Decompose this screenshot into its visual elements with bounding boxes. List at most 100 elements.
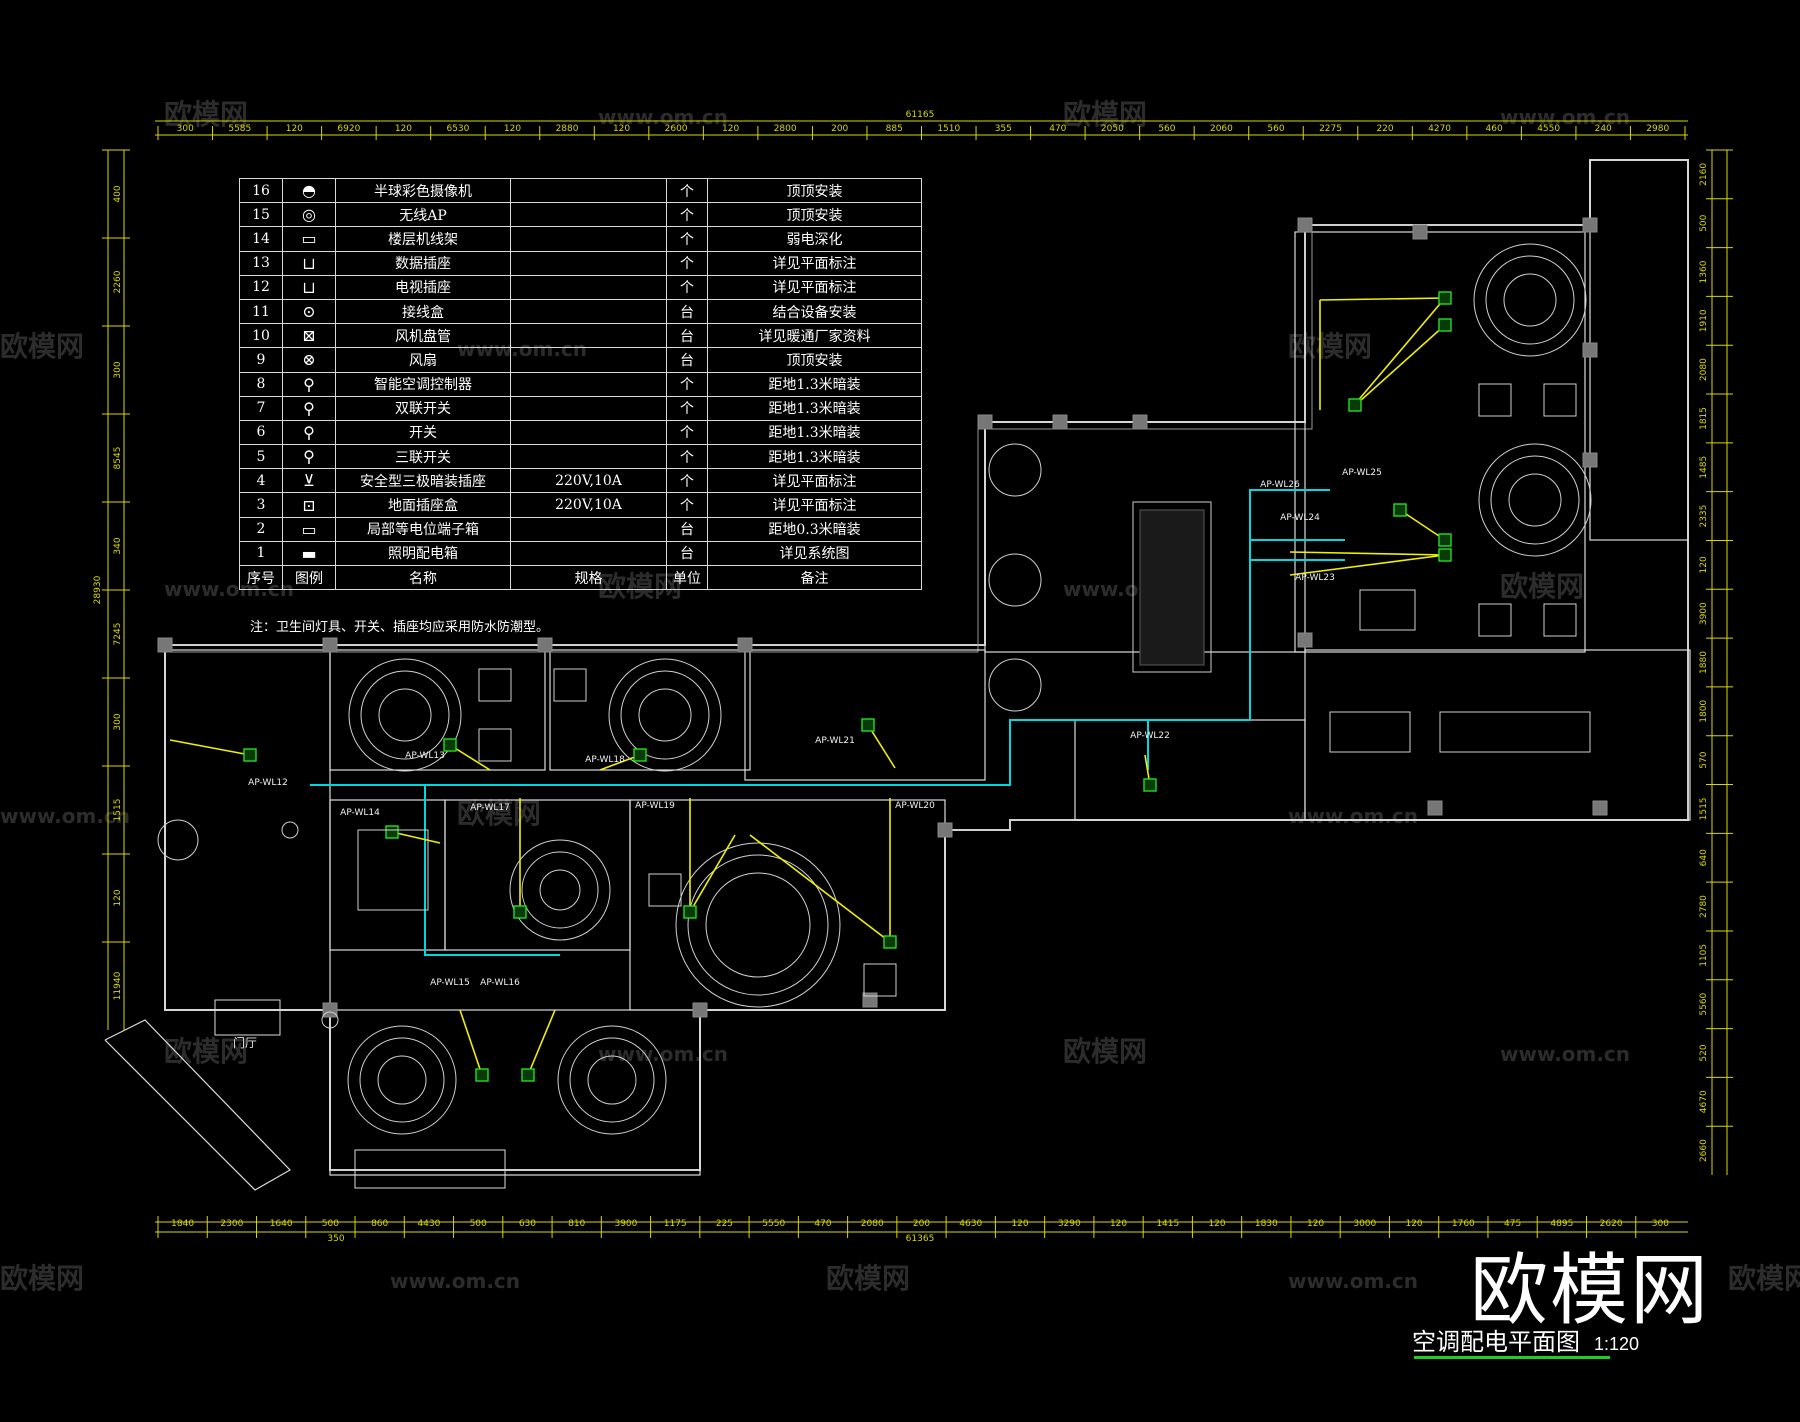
watermark-logo: 欧模网 xyxy=(164,98,248,131)
ac-controller-icon: ⚲ xyxy=(282,371,336,397)
dimension-label: 560 xyxy=(1267,124,1284,134)
round-table-outer xyxy=(1473,243,1587,357)
dome-camera-icon: ◓ xyxy=(282,177,336,204)
dimension-label: 570 xyxy=(1699,751,1709,768)
dimension-label: 120 xyxy=(504,124,521,134)
legend-note: 详见暖通厂家资料 xyxy=(707,323,922,349)
legend-name: 三联开关 xyxy=(335,444,511,470)
dimension-label: 4670 xyxy=(1699,1090,1709,1113)
column xyxy=(737,637,753,653)
dimension-label: 4270 xyxy=(1428,124,1451,134)
watermark-logo: 欧模网 xyxy=(1500,570,1584,603)
column xyxy=(1297,632,1313,648)
private-room-b xyxy=(549,649,751,771)
legend-spec xyxy=(510,274,667,300)
dimension-label: 470 xyxy=(1049,124,1066,134)
circuit-label: AP-WL17 xyxy=(470,803,510,813)
legend-note: 距地0.3米暗装 xyxy=(707,516,922,542)
column xyxy=(157,637,173,653)
dimension-label: 885 xyxy=(886,124,903,134)
lounge-table xyxy=(988,658,1042,712)
round-table-outer xyxy=(675,842,841,1008)
sofa xyxy=(1359,589,1416,631)
data-socket-icon: ⊔ xyxy=(282,250,336,276)
round-table-outer xyxy=(348,658,462,772)
legend-row: 5⚲三联开关个距地1.3米暗装 xyxy=(239,444,922,470)
lounge-table xyxy=(988,553,1042,607)
square-table xyxy=(1543,383,1577,417)
legend-row: 1▬照明配电箱台详见系统图 xyxy=(239,540,922,567)
wiring-run xyxy=(867,724,896,769)
wiring-run xyxy=(1349,297,1446,411)
legend-spec xyxy=(510,516,667,542)
circuit-label: AP-WL20 xyxy=(895,801,935,811)
legend-unit: 个 xyxy=(666,419,708,446)
legend-row: 11⊙接线盒台结合设备安装 xyxy=(239,298,922,325)
dimension-label: 2060 xyxy=(1210,124,1233,134)
kitchen xyxy=(1304,649,1691,821)
dimension-label: 120 xyxy=(286,124,303,134)
legend-name: 半球彩色摄像机 xyxy=(335,177,511,204)
wiring-run xyxy=(749,834,891,943)
watermark-url: www.om.cn xyxy=(0,804,130,828)
turntable xyxy=(378,688,432,742)
wiring-run xyxy=(689,834,736,913)
column xyxy=(322,637,338,653)
legend-no: 8 xyxy=(239,371,283,397)
dimension-label: 2260 xyxy=(113,270,123,293)
watermark-logo: 欧模网 xyxy=(0,330,84,363)
legend-note: 详见平面标注 xyxy=(707,250,922,276)
wiring-run xyxy=(527,1009,556,1076)
circuit-label: AP-WL15 xyxy=(430,978,470,988)
watermark-logo: 欧模网 xyxy=(826,1262,910,1295)
legend-note: 详见平面标注 xyxy=(707,274,922,300)
dimension-label: 2620 xyxy=(1600,1219,1623,1229)
watermark-logo: 欧模网 xyxy=(1063,1035,1147,1068)
dimension-label: 400 xyxy=(113,185,123,202)
legend-spec xyxy=(510,250,667,276)
legend-unit: 个 xyxy=(666,250,708,276)
legend-name: 双联开关 xyxy=(335,395,511,421)
column xyxy=(1582,342,1598,358)
vip-dining-wing xyxy=(1294,231,1586,653)
watermark-logo: 欧模网 xyxy=(1288,330,1372,363)
fan-coil-icon: ⊠ xyxy=(282,323,336,349)
dimension-label: 2275 xyxy=(1319,124,1342,134)
fan-coil-unit xyxy=(1348,398,1362,412)
circuit-label: AP-WL16 xyxy=(480,978,520,988)
furniture xyxy=(281,821,299,839)
legend-unit: 个 xyxy=(666,395,708,421)
legend-name: 开关 xyxy=(335,419,511,446)
dimension-label: 120 xyxy=(1011,1219,1028,1229)
square-table xyxy=(863,963,897,997)
dimension-label: 460 xyxy=(1486,124,1503,134)
brand-watermark: 欧模网 xyxy=(1470,1246,1711,1336)
dimension-label: 2800 xyxy=(774,124,797,134)
circuit-label: AP-WL12 xyxy=(248,778,288,788)
legend-name: 数据插座 xyxy=(335,250,511,276)
legend-row: 10⊠风机盘管台详见暖通厂家资料 xyxy=(239,323,922,349)
equipotential-box-icon: ▭ xyxy=(282,516,336,542)
dimension-label: 200 xyxy=(913,1219,930,1229)
round-table-inner xyxy=(360,670,450,760)
lobby-zone xyxy=(164,649,331,1011)
wireless-ap-icon: ◎ xyxy=(282,202,336,228)
circuit-label: AP-WL19 xyxy=(635,801,675,811)
wiring-run xyxy=(169,739,251,756)
legend-header: 规格 xyxy=(510,564,667,591)
legend-row: 14▭楼层机线架个弱电深化 xyxy=(239,226,922,252)
column xyxy=(692,1002,708,1018)
fan-coil-unit xyxy=(1438,533,1452,547)
legend-row: 13⊔数据插座个详见平面标注 xyxy=(239,250,922,276)
legend-spec: 220V,10A xyxy=(510,468,667,494)
legend-name: 照明配电箱 xyxy=(335,540,511,567)
furniture xyxy=(157,819,199,861)
service-area xyxy=(1074,719,1306,821)
column xyxy=(1592,800,1608,816)
square-table xyxy=(478,668,512,702)
legend-note: 距地1.3米暗装 xyxy=(707,395,922,421)
dimension-label: 5585 xyxy=(228,124,251,134)
square-table xyxy=(648,873,682,907)
dimension-label: 470 xyxy=(814,1219,831,1229)
